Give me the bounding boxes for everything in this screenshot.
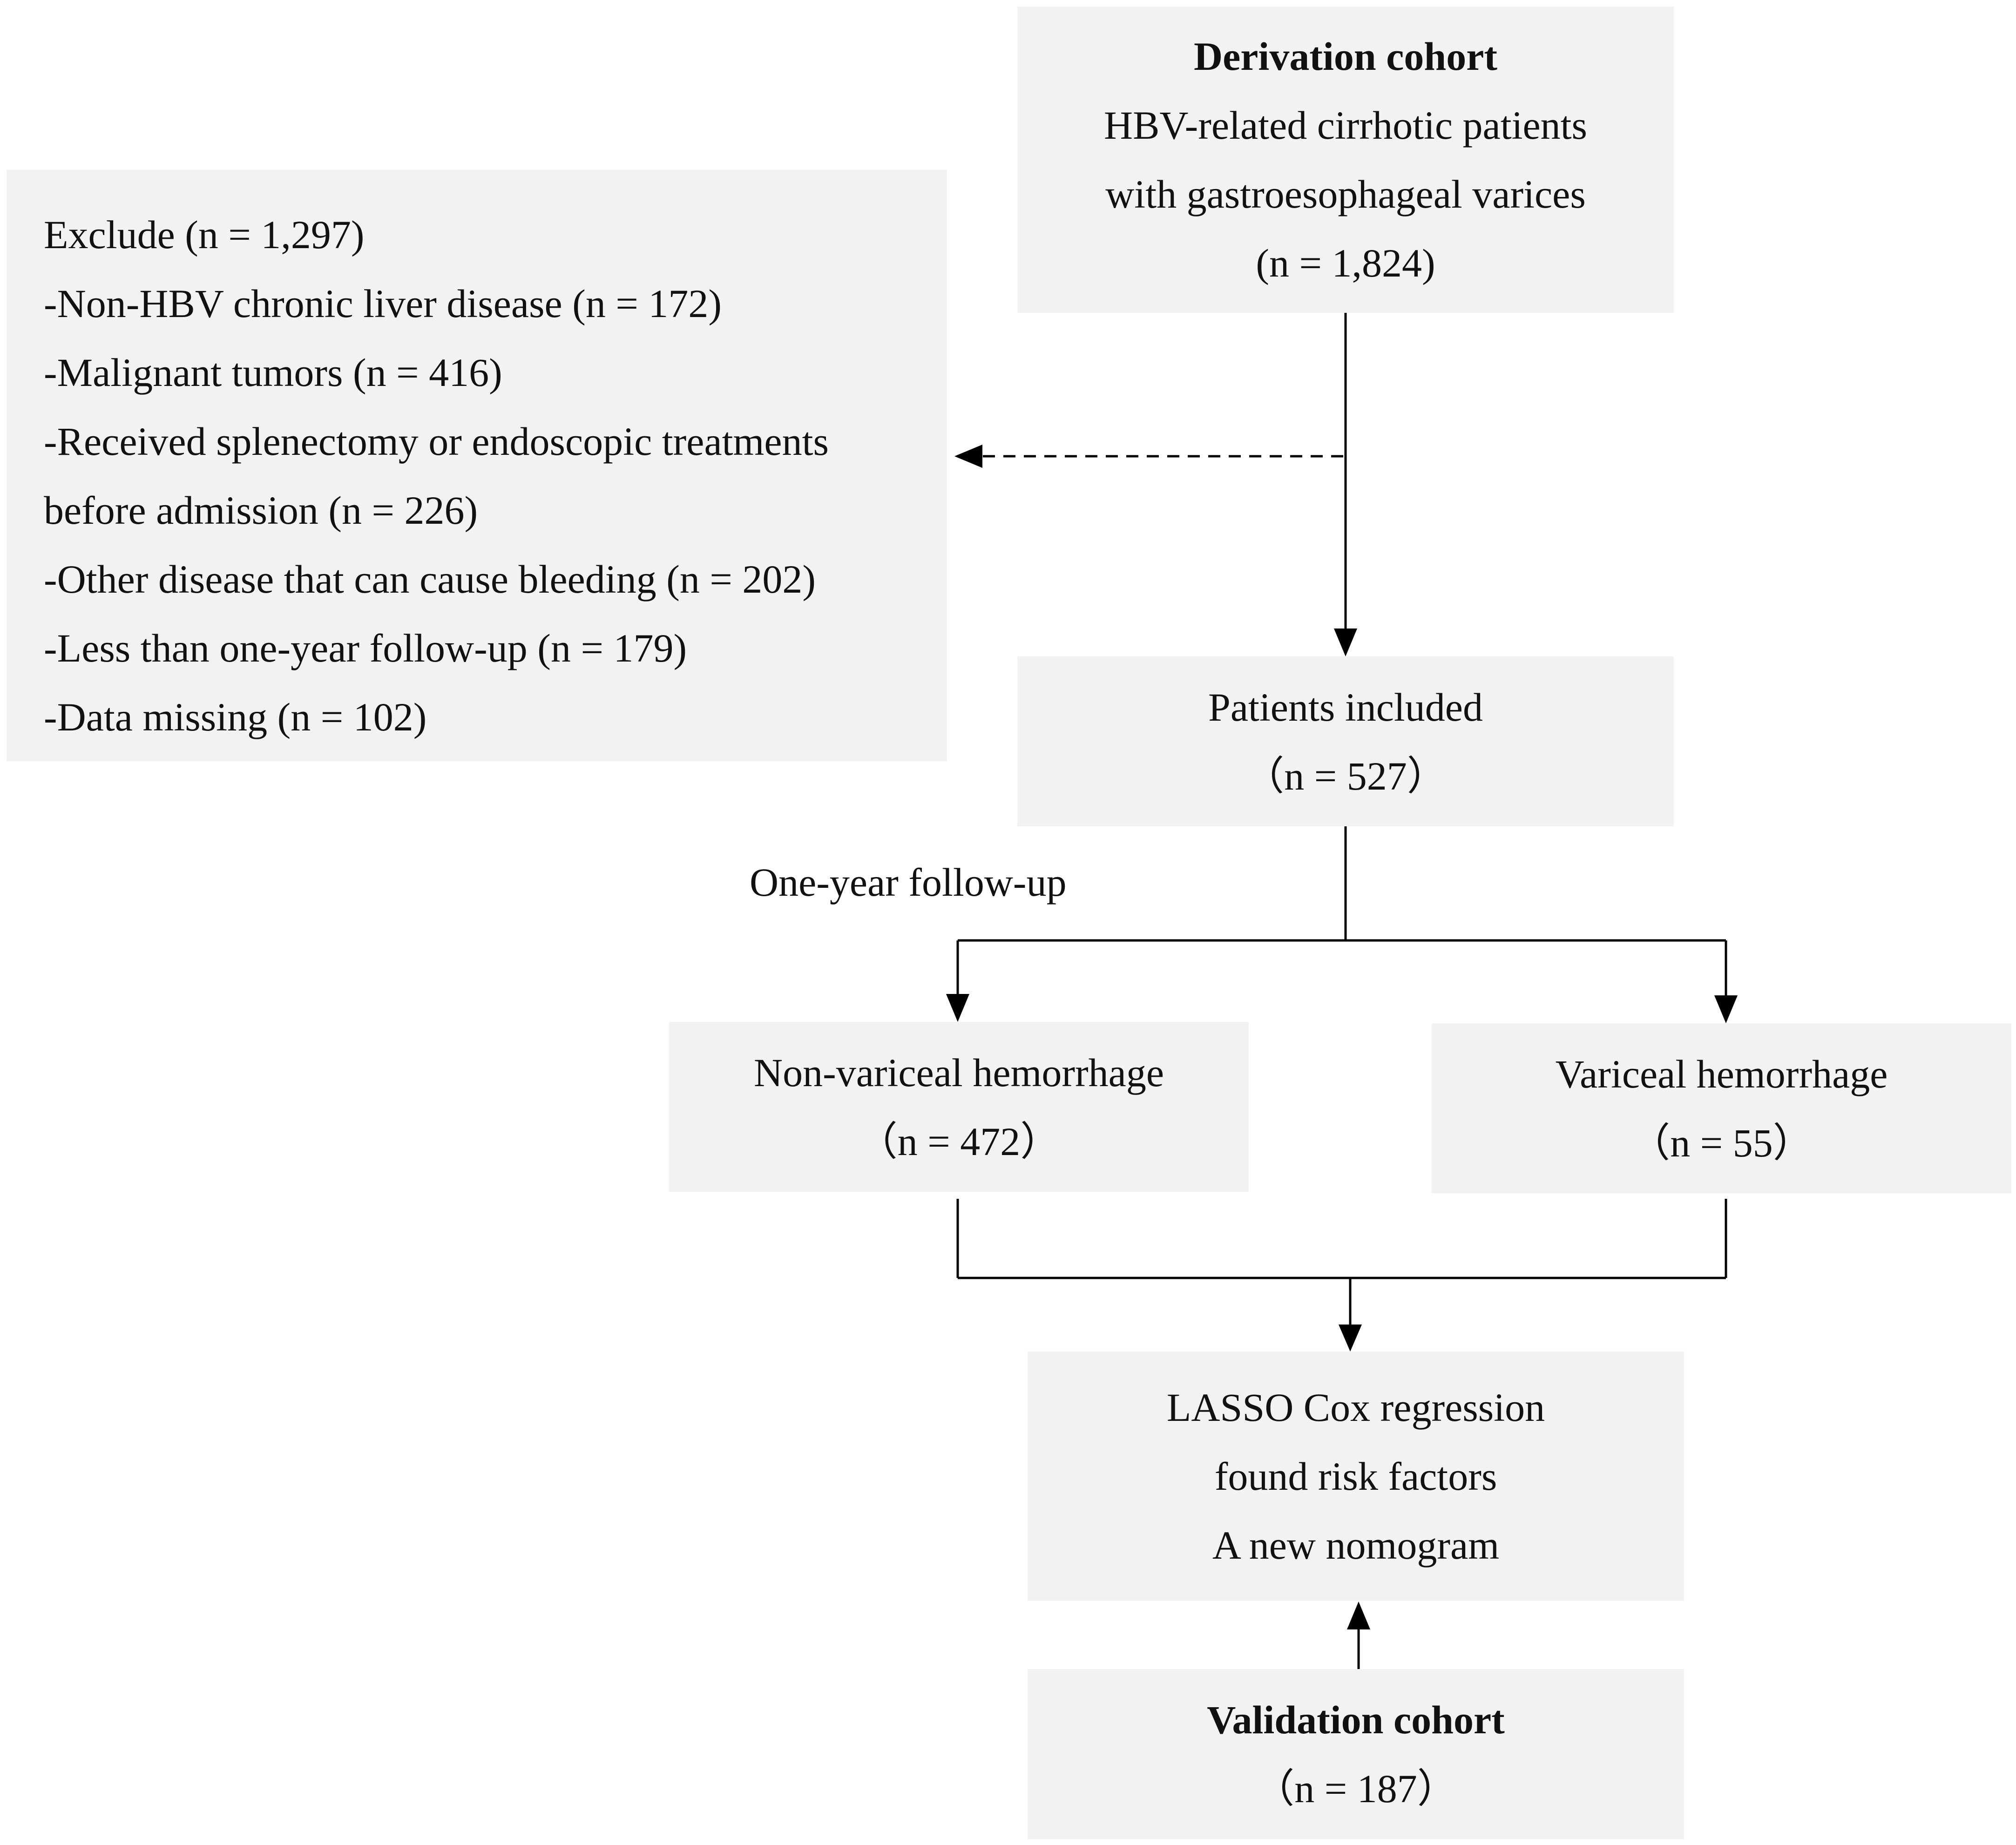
arrowhead-down-nonvariceal (946, 994, 969, 1022)
nonvariceal-title: Non-variceal hemorrhage (753, 1050, 1164, 1095)
exclusion-item: -Malignant tumors (n = 416) (44, 350, 502, 395)
derivation-cohort-line1: HBV-related cirrhotic patients (1103, 103, 1588, 148)
arrowhead-left-exclusion (954, 445, 982, 468)
variceal-title: Variceal hemorrhage (1555, 1051, 1888, 1096)
exclusion-item: -Received splenectomy or endoscopic trea… (44, 419, 829, 464)
followup-label: One-year follow-up (750, 860, 1067, 905)
derivation-cohort-title: Derivation cohort (1193, 34, 1497, 79)
validation-cohort-count: （n = 187） (1254, 1766, 1457, 1811)
exclusion-header: Exclude (n = 1,297) (44, 212, 365, 257)
lasso-line2: found risk factors (1214, 1453, 1497, 1499)
arrowhead-up-lasso (1347, 1602, 1370, 1629)
exclusion-item: -Non-HBV chronic liver disease (n = 172) (44, 281, 722, 326)
validation-cohort-title: Validation cohort (1207, 1697, 1505, 1742)
nonvariceal-count: （n = 472） (857, 1119, 1061, 1164)
arrowhead-down-included (1334, 629, 1357, 656)
exclusion-item: -Less than one-year follow-up (n = 179) (44, 626, 687, 670)
arrowhead-down-variceal (1714, 995, 1738, 1023)
nonvariceal-box: Non-variceal hemorrhage （n = 472） (669, 1022, 1249, 1192)
exclusion-item: -Other disease that can cause bleeding (… (44, 557, 816, 601)
derivation-cohort-box: Derivation cohort HBV-related cirrhotic … (1017, 7, 1674, 313)
variceal-count: （n = 55） (1630, 1120, 1813, 1165)
patients-included-box: Patients included （n = 527） (1017, 656, 1674, 826)
exclusion-box: Exclude (n = 1,297) -Non-HBV chronic liv… (7, 170, 947, 761)
exclusion-item: before admission (n = 226) (44, 488, 478, 533)
lasso-line3: A new nomogram (1212, 1522, 1500, 1568)
validation-cohort-box: Validation cohort （n = 187） (1028, 1669, 1684, 1839)
lasso-line1: LASSO Cox regression (1166, 1385, 1545, 1430)
derivation-cohort-count: (n = 1,824) (1256, 241, 1435, 285)
patients-included-title: Patients included (1208, 684, 1483, 730)
exclusion-item: -Data missing (n = 102) (44, 695, 427, 739)
derivation-cohort-line2: with gastroesophageal varices (1105, 172, 1586, 216)
patients-included-count: （n = 527） (1244, 753, 1447, 798)
lasso-box: LASSO Cox regression found risk factors … (1028, 1352, 1684, 1601)
variceal-box: Variceal hemorrhage （n = 55） (1432, 1023, 2011, 1193)
arrowhead-down-lasso (1339, 1325, 1362, 1352)
